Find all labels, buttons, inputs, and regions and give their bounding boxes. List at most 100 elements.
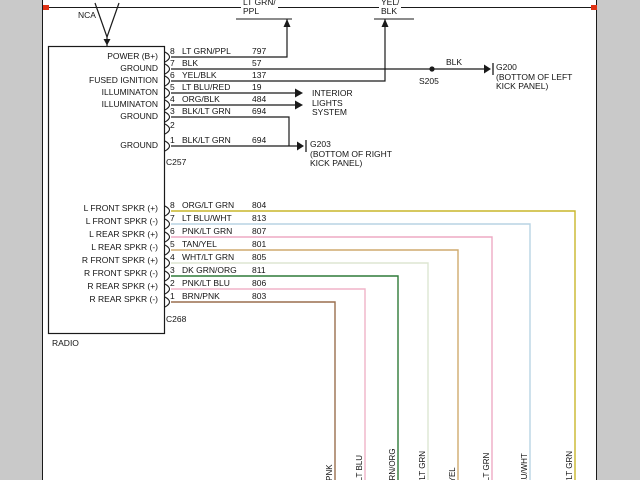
circuit-number: 19 — [252, 82, 262, 92]
c257-pin-row-2: 2 — [170, 120, 182, 130]
ground-label-g200: G200 (BOTTOM OF LEFT KICK PANEL) — [496, 62, 573, 92]
ground-location-line1: (BOTTOM OF LEFT — [496, 71, 573, 82]
wire-label-vertical: ORG/LT GRN — [565, 450, 574, 480]
wire-c268-pin3 — [171, 275, 399, 480]
pin-brackets — [164, 51, 171, 308]
interior-lights-line2: LIGHTS — [312, 97, 343, 108]
radio-label: RADIO — [52, 338, 79, 348]
wire-color-label: BLK/LT GRN — [182, 106, 231, 116]
pin-number: 5 — [170, 239, 175, 249]
blk-wire-label: BLK — [446, 57, 463, 67]
wire-label-vertical: BRN/PNK — [325, 464, 334, 480]
function-label: L FRONT SPKR (-) — [85, 216, 158, 226]
pin-number: 5 — [170, 82, 175, 92]
interior-lights-line3: SYSTEM — [312, 107, 347, 117]
pin-number: 8 — [170, 200, 175, 210]
corner-marker-right — [591, 5, 597, 10]
pin-number: 1 — [170, 291, 175, 301]
wire-c268-pin5 — [171, 249, 459, 480]
wire-label-vertical: PNK/LT GRN — [482, 452, 491, 480]
wire-c268-pin7 — [171, 223, 531, 480]
radio-box — [47, 45, 166, 335]
ground-name: G203 — [310, 139, 331, 149]
pin-number: 6 — [170, 226, 175, 236]
wire-c268-pin6 — [171, 236, 493, 480]
wire-label-vertical: WHT/LT GRN — [418, 450, 427, 480]
antenna-label: NCA — [78, 10, 96, 20]
wire-color-label: LT BLU/WHT — [182, 213, 232, 223]
circuit-number: 805 — [252, 252, 267, 262]
circuit-number: 803 — [252, 291, 267, 301]
pin-number: 2 — [170, 278, 175, 288]
exit-label-line2: BLK — [381, 6, 398, 16]
wire-color-label: BRN/PNK — [182, 291, 220, 301]
c268-pin-row-7: 7 LT BLU/WHT 813 — [170, 213, 266, 223]
function-label: R FRONT SPKR (+) — [81, 255, 158, 265]
wire-color-label: DK GRN/ORG — [182, 265, 237, 275]
wire-label-vertical: LT BLU/WHT — [520, 453, 529, 480]
circuit-number: 137 — [252, 70, 267, 80]
ground-label-g203: G203 (BOTTOM OF RIGHT KICK PANEL) — [310, 139, 393, 169]
ground-location-line2: KICK PANEL) — [496, 81, 549, 91]
wire-c268-pin2 — [171, 288, 366, 480]
wire-c257-pin8 — [171, 19, 288, 58]
function-label: ILLUMINATON — [101, 87, 158, 97]
circuit-number: 806 — [252, 278, 267, 288]
pin-number: 3 — [170, 106, 175, 116]
left-margin-bar — [0, 0, 42, 480]
wire-color-label: ORG/LT GRN — [182, 200, 235, 210]
up-arrow-ltgrn-ppl — [283, 19, 291, 27]
wire-color-label: BLK — [182, 58, 199, 68]
pin-number: 6 — [170, 70, 175, 80]
wire-label-vertical: TAN/YEL — [448, 467, 457, 480]
circuit-number: 797 — [252, 46, 267, 56]
interior-lights-label: INTERIOR LIGHTS SYSTEM — [312, 88, 353, 118]
wire-label-vertical: PNK/LT BLU — [355, 454, 364, 480]
arrow-interior-lights-2 — [295, 100, 303, 110]
circuit-number: 484 — [252, 94, 267, 104]
connector-name-c257: C257 — [166, 157, 187, 167]
pin-number: 4 — [170, 252, 175, 262]
wire-c268-pin4 — [171, 262, 429, 480]
c257-pin-row-4: 4 ORG/BLK 484 — [170, 94, 266, 104]
splice-dot-s205 — [429, 66, 435, 72]
function-label: L REAR SPKR (+) — [89, 229, 158, 239]
circuit-number: 811 — [252, 265, 266, 275]
ground-name: G200 — [496, 62, 517, 72]
function-label: POWER (B+) — [107, 51, 158, 61]
function-label: ILLUMINATON — [101, 99, 158, 109]
function-label: GROUND — [120, 63, 158, 73]
pin-number: 1 — [170, 135, 175, 145]
circuit-number: 804 — [252, 200, 267, 210]
exit-label-ltgrn-ppl: LT GRN/ PPL — [241, 0, 278, 16]
function-label: FUSED IGNITION — [89, 75, 158, 85]
ground-arrow-g200 — [484, 64, 491, 74]
pin-number: 3 — [170, 265, 175, 275]
exit-label-line1: LT GRN/ — [243, 0, 276, 7]
right-margin-bar — [597, 0, 640, 480]
ground-location-line1: (BOTTOM OF RIGHT — [310, 148, 393, 159]
circuit-number: 57 — [252, 58, 262, 68]
wire-color-label: LT GRN/PPL — [182, 46, 231, 56]
function-label: R REAR SPKR (+) — [87, 281, 158, 291]
circuit-number: 694 — [252, 135, 267, 145]
circuit-number: 813 — [252, 213, 267, 223]
c268-pin-row-1: 1 BRN/PNK 803 — [170, 291, 266, 301]
pin-number: 4 — [170, 94, 175, 104]
wire-label-vertical: DK GRN/ORG — [388, 448, 397, 480]
circuit-number: 807 — [252, 226, 267, 236]
wire-color-label: PNK/LT BLU — [182, 278, 230, 288]
wire-color-label: PNK/LT GRN — [182, 226, 233, 236]
wire-color-label: ORG/BLK — [182, 94, 220, 104]
c268-pin-row-6: 6 PNK/LT GRN 807 — [170, 226, 266, 236]
circuit-number: 694 — [252, 106, 267, 116]
pin-number: 7 — [170, 213, 175, 223]
